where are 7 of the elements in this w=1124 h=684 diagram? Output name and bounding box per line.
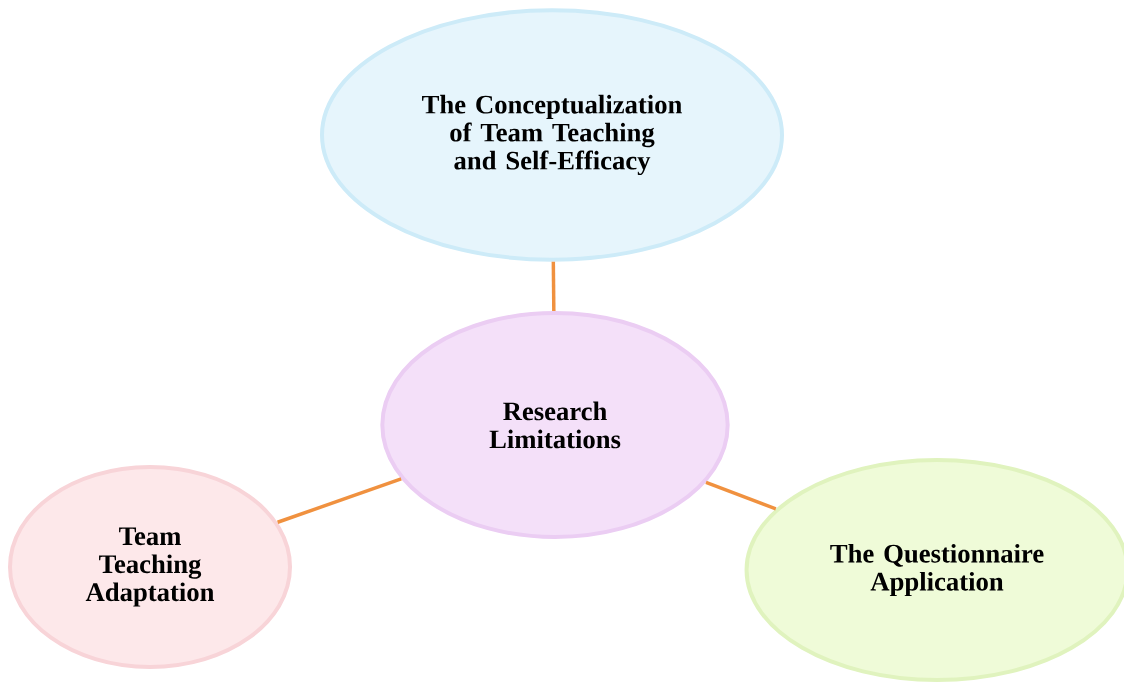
connector-line [705, 480, 777, 511]
ellipse-node: The Questionnaire Application [744, 458, 1124, 682]
ellipse-node: Research Limitations [380, 311, 730, 539]
ellipse-node: The Conceptualization of Team Teaching and Self-Efficacy [320, 8, 784, 262]
connector-line [551, 261, 556, 311]
connector-line [277, 477, 402, 524]
ellipse-node: Team Teaching Adaptation [8, 465, 292, 669]
